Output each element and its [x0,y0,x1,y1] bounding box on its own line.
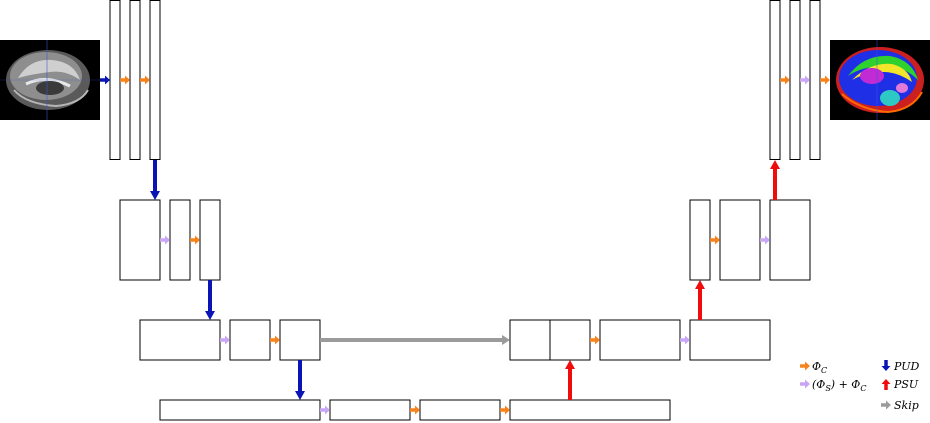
dec-l3-block-3 [689,319,771,361]
arrow-psu-bottleneck-l3 [565,360,575,400]
arrow-dec-l1-1 [780,75,790,85]
arrow-dec-l3-2 [680,335,690,345]
bottleneck-block-1 [159,399,321,421]
arrow-bottleneck-3 [500,405,510,415]
arrow-pud-l3-bottleneck [295,360,305,400]
bottleneck-block-2 [329,399,411,421]
arrow-input-pud [100,75,110,85]
dec-l3-block-2 [599,319,681,361]
arrow-enc-l2-2 [190,235,200,245]
enc-l3-block-1 [139,319,221,361]
arrow-enc-l1-2 [140,75,150,85]
enc-l1-block-2 [129,0,141,160]
enc-l3-block-3 [279,319,321,361]
enc-l3-block-2 [229,319,271,361]
input-mri-image [0,40,100,120]
legend-icon-pud [881,360,891,371]
enc-l1-block-1 [109,0,121,160]
arrows [100,75,830,415]
legend-label-phi-s-plus-c: (ΦS) + ΦC [812,378,866,393]
bottleneck-block-4 [509,399,671,421]
arrow-bottleneck-2 [410,405,420,415]
legend-label-phi-c: ΦC [812,360,827,375]
arrow-dec-l2-1 [710,235,720,245]
enc-l2-block-1 [119,199,161,281]
legend-icon-phi-c [800,361,810,371]
arrow-dec-l3-1 [590,335,600,345]
legend-label-skip: Skip [894,399,919,412]
arrow-enc-l2-1 [160,235,170,245]
legend-icon-psu [881,379,891,390]
arrow-dec-l2-2 [760,235,770,245]
enc-l1-block-3 [149,0,161,160]
arrow-dec-l1-2 [800,75,810,85]
legend-label-pud: PUD [893,360,919,373]
bottleneck-block-3 [419,399,501,421]
dec-l1-block-1 [769,0,781,160]
dec-l2-block-1 [689,199,711,281]
arrow-output [820,75,830,85]
blocks [109,0,821,421]
legend-icon-skip [881,400,891,410]
arrow-skip-connection [320,335,510,345]
output-segmentation-image [830,40,930,120]
dec-l1-block-2 [789,0,801,160]
enc-l2-block-3 [199,199,221,281]
arrow-enc-l3-2 [270,335,280,345]
legend-label-psu: PSU [893,378,919,391]
arrow-pud-l1-l2 [150,160,160,200]
arrow-enc-l1-1 [120,75,130,85]
arrow-pud-l2-l3 [205,280,215,320]
arrow-enc-l3-1 [220,335,230,345]
arrow-bottleneck-1 [320,405,330,415]
legend: ΦC (ΦS) + ΦC PUD PSU Skip [800,360,919,412]
arrow-psu-l3-l2 [695,280,705,320]
dec-l2-block-2 [719,199,761,281]
dec-l2-block-3 [769,199,811,281]
arrow-psu-l2-l1 [770,160,780,200]
legend-icon-phi-s-plus-c [800,379,810,389]
enc-l2-block-2 [169,199,191,281]
dec-l1-block-3 [809,0,821,160]
